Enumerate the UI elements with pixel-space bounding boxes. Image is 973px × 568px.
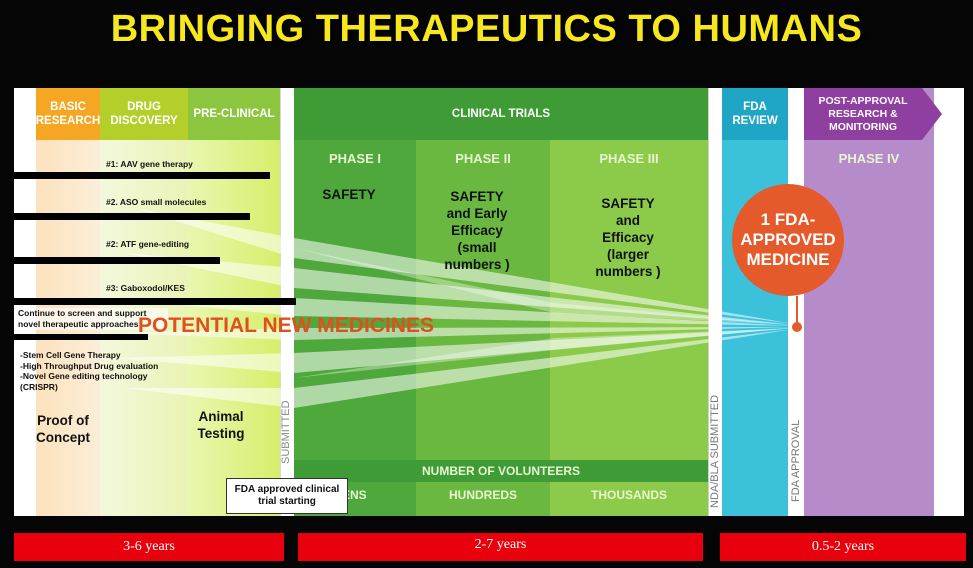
approved-connector <box>796 296 798 326</box>
pipeline-diagram: BASIC RESEARCH DRUG DISCOVERY PRE-CLINIC… <box>14 88 964 516</box>
volunteers-label: NUMBER OF VOLUNTEERS <box>421 464 580 478</box>
phase-2-label: PHASE II <box>455 151 511 166</box>
duration-bar-review: 0.5-2 years <box>720 533 966 561</box>
phase-4-column <box>804 88 934 516</box>
stage-drug-discovery: DRUG DISCOVERY <box>100 88 188 140</box>
program-3-label: #2: ATF gene-editing <box>106 239 190 249</box>
program-4-label: #3: Gaboxodol/KES <box>106 283 185 293</box>
fda-approved-trial-box: FDA approved clinical trial starting <box>226 478 348 514</box>
post-approval-arrow <box>922 88 942 140</box>
volunteers-phase-1: ENS <box>342 488 367 502</box>
duration-bar-clinical: 2-7 years <box>298 533 703 561</box>
program-1-label: #1: AAV gene therapy <box>106 159 193 169</box>
program-4-bar <box>14 298 296 305</box>
approved-medicine-circle: 1 FDA-APPROVED MEDICINE <box>732 184 844 296</box>
program-2-bar <box>14 213 250 220</box>
phase-4-label: PHASE IV <box>838 151 900 166</box>
nda-bla-submitted-label: NDA/BLA SUBMITTED <box>709 394 721 508</box>
screen-note: Continue to screen and support novel the… <box>18 308 168 330</box>
volunteers-band <box>294 460 708 482</box>
phase-1-label: PHASE I <box>328 151 381 166</box>
page-title: BRINGING THERAPEUTICS TO HUMANS <box>110 8 863 50</box>
phase-1-goal: SAFETY <box>322 187 376 202</box>
stage-clinical-trials: CLINICAL TRIALS <box>294 88 708 140</box>
volunteers-phase-2: HUNDREDS <box>448 488 517 502</box>
stage-preclinical: PRE-CLINICAL <box>188 88 280 140</box>
duration-review-label: 0.5-2 years <box>811 539 875 554</box>
duration-clinical-label: 2-7 years <box>474 537 527 552</box>
stage-basic-research: BASIC RESEARCH <box>36 88 100 140</box>
screen-note-bar <box>14 334 148 340</box>
approved-dot <box>792 322 802 332</box>
ind-submitted-label: SUBMITTED <box>280 400 292 464</box>
approved-medicine-text: 1 FDA-APPROVED MEDICINE <box>740 210 836 269</box>
duration-early-label: 3-6 years <box>123 539 175 554</box>
phase-2-goal: SAFETY and Early Efficacy (small numbers… <box>444 189 510 272</box>
funnel-rays <box>114 208 794 408</box>
proof-of-concept: Proof of Concept <box>36 413 90 445</box>
program-2-label: #2. ASO small molecules <box>106 197 207 207</box>
animal-testing: Animal Testing <box>197 409 245 441</box>
fda-approval-label: FDA APPROVAL <box>790 419 802 502</box>
phase-3-goal: SAFETY and Efficacy (larger numbers ) <box>595 196 661 279</box>
program-1-bar <box>14 172 270 179</box>
fda-review-column <box>722 88 788 516</box>
duration-bar-early: 3-6 years <box>14 533 284 561</box>
fda-approved-trial-text: FDA approved clinical trial starting <box>234 484 340 507</box>
stage-post-approval: POST-APPROVAL RESEARCH & MONITORING <box>804 88 922 140</box>
volunteers-phase-3: THOUSANDS <box>590 488 667 502</box>
nda-gap-column <box>708 88 723 516</box>
program-3-bar <box>14 257 220 264</box>
stage-fda-review: FDA REVIEW <box>722 88 788 140</box>
phase-3-label: PHASE III <box>599 151 659 166</box>
novel-approaches-list: -Stem Cell Gene Therapy -High Throughput… <box>20 350 159 392</box>
potential-new-medicines: POTENTIAL NEW MEDICINES <box>138 314 434 337</box>
